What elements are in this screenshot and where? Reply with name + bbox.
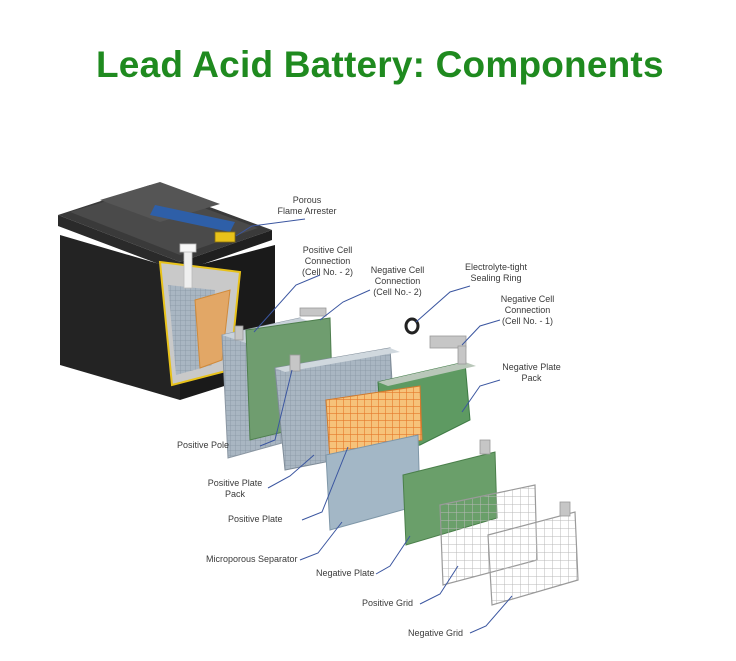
label-electrolyte-sealing-ring: Electrolyte-tight Sealing Ring [456, 262, 536, 284]
label-line: (Cell No. - 1) [501, 316, 553, 326]
label-line: Electrolyte-tight [464, 262, 528, 272]
label-line: Negative Plate [502, 362, 561, 372]
label-line: Pack [521, 373, 542, 383]
label-line: (Cell No. - 2) [301, 267, 353, 277]
label-negative-grid: Negative Grid [408, 628, 464, 638]
sealing-ring [404, 317, 420, 335]
label-line: Connection [374, 276, 421, 286]
label-line: Flame Arrester [277, 206, 337, 216]
label-line: Negative Cell [370, 265, 425, 275]
label-positive-plate-pack: Positive Plate Pack [200, 478, 270, 500]
label-line: Connection [304, 256, 351, 266]
label-line: Negative Cell [500, 294, 555, 304]
label-positive-plate: Positive Plate [228, 514, 283, 524]
label-negative-cell-connection-2: Negative Cell Connection (Cell No.- 2) [360, 265, 435, 298]
leader-lines [235, 218, 513, 634]
label-negative-plate: Negative Plate [316, 568, 375, 578]
label-positive-cell-connection: Positive Cell Connection (Cell No. - 2) [290, 245, 365, 278]
label-line: (Cell No.- 2) [373, 287, 422, 297]
label-line: Positive Cell [302, 245, 353, 255]
label-positive-grid: Positive Grid [362, 598, 414, 608]
label-negative-cell-connection-1: Negative Cell Connection (Cell No. - 1) [490, 294, 565, 327]
page-title: Lead Acid Battery: Components [96, 44, 664, 85]
label-line: Connection [504, 305, 551, 315]
battery-case [58, 182, 275, 400]
label-line: Positive Plate [207, 478, 263, 488]
label-porous-flame-arrester: Porous Flame Arrester [272, 195, 342, 217]
label-line: Porous [292, 195, 322, 205]
label-negative-plate-pack: Negative Plate Pack [494, 362, 569, 384]
label-microporous-separator: Microporous Separator [206, 554, 298, 564]
negative-grid [487, 501, 579, 606]
label-line: Pack [224, 489, 245, 499]
label-line: Sealing Ring [470, 273, 522, 283]
label-positive-pole: Positive Pole [177, 440, 230, 450]
